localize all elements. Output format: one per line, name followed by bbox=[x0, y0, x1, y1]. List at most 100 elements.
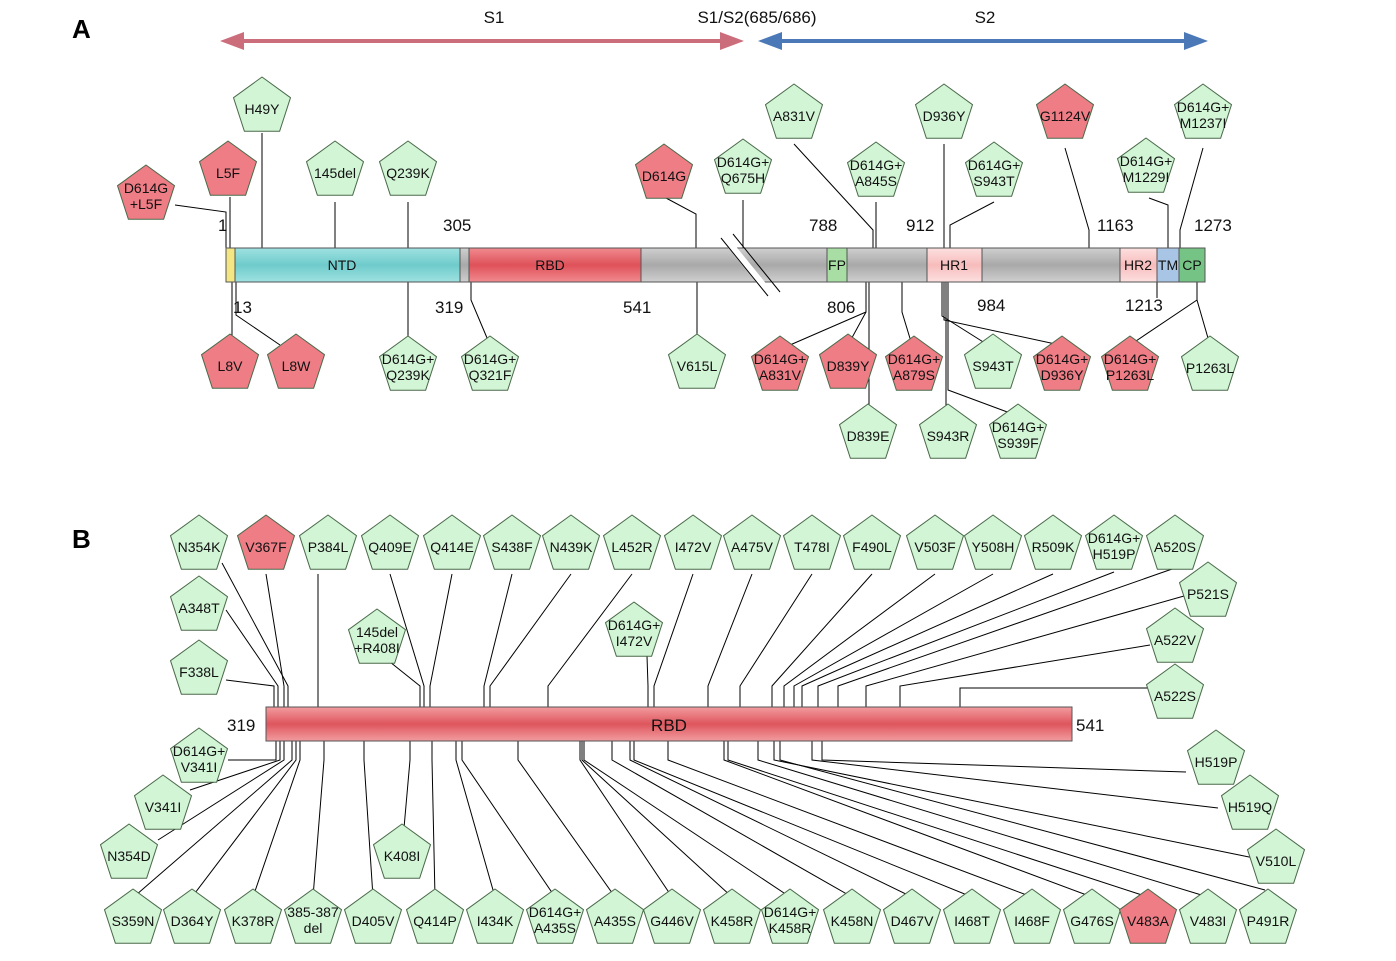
mutation-badge: D936Y bbox=[915, 83, 973, 139]
mutation-badge: K458R bbox=[703, 888, 761, 944]
mutation-badge: D614G+A879S bbox=[885, 335, 943, 391]
mutation-badge: Q414P bbox=[406, 888, 464, 944]
mutation-label: L8W bbox=[282, 358, 312, 374]
mutation-label: F338L bbox=[179, 664, 219, 680]
mutation-label: H519Q bbox=[1228, 799, 1272, 815]
linker-305-319 bbox=[459, 247, 470, 283]
mutation-label: D614G+S939F bbox=[992, 419, 1045, 451]
mutation-badge: H49Y bbox=[233, 76, 291, 132]
rbd-bar-label: RBD bbox=[651, 716, 687, 735]
mutation-badge: S438F bbox=[483, 514, 541, 570]
s2-label: S2 bbox=[975, 8, 996, 27]
linker-806-912 bbox=[846, 247, 928, 283]
mutation-label: D614G+D936Y bbox=[1036, 351, 1089, 383]
mutation-label: A435S bbox=[594, 913, 636, 929]
mutation-badge: D614G+Q321F bbox=[461, 335, 519, 391]
mutation-badge: N439K bbox=[542, 514, 600, 570]
panel-a-label: A bbox=[72, 14, 91, 44]
mutation-label: K458N bbox=[831, 913, 874, 929]
mutation-label: Y508H bbox=[972, 539, 1015, 555]
linker-984-1163 bbox=[981, 247, 1121, 283]
mutation-label: I434K bbox=[477, 913, 514, 929]
mutation-label: D614G+M1229I bbox=[1120, 153, 1173, 185]
mutation-badge: D614G+L5F bbox=[117, 164, 175, 220]
residue-number: 319 bbox=[435, 298, 463, 317]
mutation-badge: I468F bbox=[1003, 888, 1061, 944]
mutation-badge: I434K bbox=[466, 888, 524, 944]
mutation-label: V341I bbox=[145, 799, 182, 815]
mutation-badge: K408I bbox=[373, 823, 431, 879]
mutation-badge: D614G+P1263L bbox=[1101, 335, 1159, 391]
mutation-label: K408I bbox=[384, 848, 421, 864]
mutation-label: H519P bbox=[1195, 754, 1238, 770]
mutation-label: V483A bbox=[1127, 913, 1170, 929]
mutation-badge: D614G+M1237I bbox=[1174, 83, 1232, 139]
mutation-label: T478I bbox=[794, 539, 830, 555]
mutation-badge: A522S bbox=[1146, 663, 1204, 719]
mutation-badge: P384L bbox=[299, 514, 357, 570]
s1-label: S1 bbox=[484, 8, 505, 27]
mutation-badge: V483A bbox=[1119, 888, 1177, 944]
mutation-badge: D405V bbox=[344, 888, 402, 944]
mutation-label: P491R bbox=[1247, 913, 1290, 929]
residue-number: 305 bbox=[443, 216, 471, 235]
panel-a-connectors bbox=[174, 133, 1211, 414]
residue-number: 912 bbox=[906, 216, 934, 235]
spike-protein-bar bbox=[225, 233, 1206, 297]
mutation-label: A831V bbox=[773, 108, 816, 124]
mutation-label: D614G+S943T bbox=[968, 157, 1021, 189]
mutation-label: A522S bbox=[1154, 688, 1196, 704]
mutation-label: D614G+A845S bbox=[850, 157, 903, 189]
mutation-badge: Q409E bbox=[361, 514, 419, 570]
mutation-badge: F490L bbox=[843, 514, 901, 570]
mutation-label: D614G+K458R bbox=[764, 904, 817, 936]
mutation-label: Q239K bbox=[386, 165, 430, 181]
mutation-badge: V483I bbox=[1179, 888, 1237, 944]
mutation-badge: I468T bbox=[943, 888, 1001, 944]
mutation-label: Q414E bbox=[430, 539, 474, 555]
mutation-badge: V615L bbox=[668, 333, 726, 389]
mutation-label: D614G+P1263L bbox=[1104, 351, 1157, 383]
mutation-label: Q409E bbox=[368, 539, 412, 555]
residue-number: 806 bbox=[827, 298, 855, 317]
mutation-label: I472V bbox=[675, 539, 712, 555]
s1-arrow bbox=[220, 32, 744, 50]
mutation-label: D614G+Q321F bbox=[464, 351, 517, 383]
mutation-label: N354D bbox=[107, 848, 151, 864]
mutation-badge: A522V bbox=[1146, 607, 1204, 663]
residue-number: 1213 bbox=[1125, 296, 1163, 315]
mutation-badge: T478I bbox=[783, 514, 841, 570]
mutation-badge: Q414E bbox=[423, 514, 481, 570]
mutation-badge: Y508H bbox=[964, 514, 1022, 570]
mutation-badge: P491R bbox=[1239, 888, 1297, 944]
mutation-label: I468F bbox=[1014, 913, 1050, 929]
mutation-badge: N354D bbox=[100, 823, 158, 879]
rbd-bar bbox=[265, 706, 1073, 742]
mutation-badge: H519P bbox=[1187, 729, 1245, 785]
mutation-badge: D839Y bbox=[819, 333, 877, 389]
mutation-label: V483I bbox=[1190, 913, 1227, 929]
mutation-badge: K458N bbox=[823, 888, 881, 944]
residue-number: 541 bbox=[623, 298, 651, 317]
cleavage-site-label: S1/S2(685/686) bbox=[697, 8, 816, 27]
mutation-label: S943T bbox=[972, 358, 1014, 374]
mutation-label: D614G+M1237I bbox=[1177, 99, 1230, 131]
mutation-label: S438F bbox=[491, 539, 532, 555]
mutation-badge: D614G+S943T bbox=[965, 141, 1023, 197]
mutation-label: D614G+V341I bbox=[173, 743, 226, 775]
panel-b-label: B bbox=[72, 524, 91, 554]
mutation-label: D614G+H519P bbox=[1088, 530, 1141, 562]
mutation-badge: P1263L bbox=[1181, 335, 1239, 391]
mutation-badge: D614G+H519P bbox=[1085, 514, 1143, 570]
mutation-badge: D614G+V341I bbox=[170, 727, 228, 783]
mutation-badge: D364Y bbox=[163, 888, 221, 944]
mutation-badge: G476S bbox=[1063, 888, 1121, 944]
mutation-badge: V503F bbox=[906, 514, 964, 570]
mutation-badge: D614G+Q675H bbox=[714, 138, 772, 194]
mutation-label: K458R bbox=[711, 913, 754, 929]
mutation-badge: L452R bbox=[603, 514, 661, 570]
ntd-domain bbox=[234, 247, 461, 283]
